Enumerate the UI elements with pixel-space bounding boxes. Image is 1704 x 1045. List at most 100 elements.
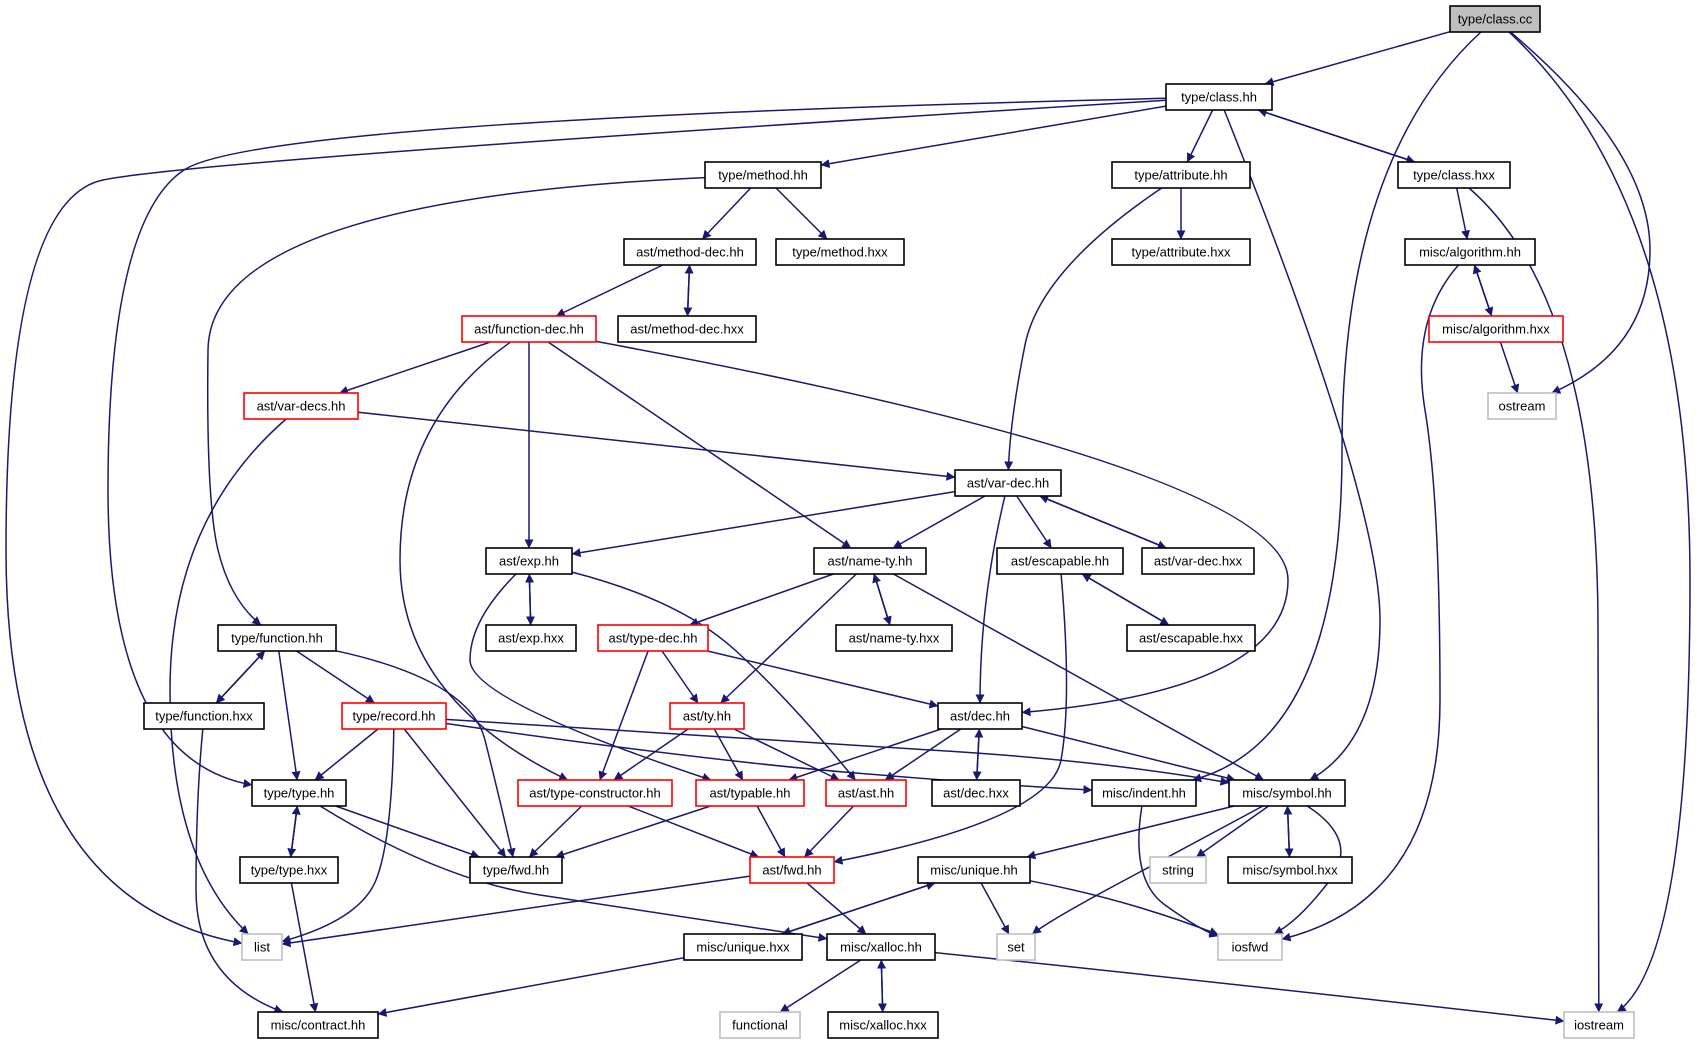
node-ostream[interactable]: ostream <box>1487 392 1557 420</box>
node-ast-ty-hh[interactable]: ast/ty.hh <box>669 702 745 730</box>
node-label: type/method.hh <box>718 168 808 183</box>
node-label: ast/ast.hh <box>838 786 894 801</box>
node-type-method-hxx[interactable]: type/method.hxx <box>775 238 905 266</box>
edge-type-class-hxx-to-iostream <box>1468 187 1604 1013</box>
node-type-function-hh[interactable]: type/function.hh <box>217 624 337 652</box>
edge-ast-typable-hh-to-ast-fwd-hh <box>756 805 786 858</box>
node-ast-typable-hh[interactable]: ast/typable.hh <box>695 779 805 807</box>
edge-misc-unique-hxx-to-misc-contract-hh <box>377 957 685 1017</box>
node-ast-escapable-hh[interactable]: ast/escapable.hh <box>996 547 1124 575</box>
edge-ast-function-dec-hh-to-ast-var-decs-hh <box>339 341 491 395</box>
node-label: ast/escapable.hh <box>1011 554 1109 569</box>
node-box <box>1141 547 1255 575</box>
node-box <box>257 1011 379 1039</box>
node-misc-xalloc-hxx[interactable]: misc/xalloc.hxx <box>827 1011 939 1039</box>
edge-misc-unique-hh-to-set <box>980 882 1010 935</box>
node-box <box>931 779 1021 807</box>
node-ast-name-ty-hh[interactable]: ast/name-ty.hh <box>813 547 927 575</box>
node-ast-dec-hxx[interactable]: ast/dec.hxx <box>931 779 1021 807</box>
edge-misc-algorithm-hh-to-iosfwd <box>1281 264 1460 942</box>
node-type-function-hxx[interactable]: type/function.hxx <box>143 702 265 730</box>
node-misc-contract-hh[interactable]: misc/contract.hh <box>257 1011 379 1039</box>
node-box <box>341 702 447 730</box>
node-ast-exp-hxx[interactable]: ast/exp.hxx <box>485 624 577 652</box>
edge-type-class-cc-to-iostream <box>1508 31 1691 1013</box>
edge-type-function-hxx-to-misc-contract-hh <box>195 728 284 1014</box>
node-string[interactable]: string <box>1149 856 1207 884</box>
node-iostream[interactable]: iostream <box>1563 1011 1635 1039</box>
node-box <box>1397 161 1511 189</box>
node-type-fwd-hh[interactable]: type/fwd.hh <box>469 856 563 884</box>
node-box <box>461 315 597 343</box>
node-label: ast/exp.hh <box>499 554 559 569</box>
node-ast-var-decs-hh[interactable]: ast/var-decs.hh <box>243 392 359 420</box>
node-ast-ast-hh[interactable]: ast/ast.hh <box>825 779 907 807</box>
edge-type-record-hh-to-type-fwd-hh <box>403 728 507 858</box>
node-misc-xalloc-hh[interactable]: misc/xalloc.hh <box>826 933 936 961</box>
node-set[interactable]: set <box>996 933 1036 961</box>
node-label: iosfwd <box>1232 940 1269 955</box>
node-misc-symbol-hxx[interactable]: misc/symbol.hxx <box>1227 856 1353 884</box>
node-box <box>826 933 936 961</box>
edge-ast-type-constructor-hh-to-type-fwd-hh <box>528 805 583 858</box>
node-ast-type-dec-hh[interactable]: ast/type-dec.hh <box>597 624 709 652</box>
node-box <box>1228 779 1346 807</box>
node-type-class-hh[interactable]: type/class.hh <box>1165 83 1273 111</box>
node-ast-dec-hh[interactable]: ast/dec.hh <box>937 702 1023 730</box>
edge-type-class-cc-to-misc-indent-hh <box>1192 31 1482 783</box>
node-label: type/attribute.hxx <box>1132 245 1231 260</box>
node-ast-var-dec-hxx[interactable]: ast/var-dec.hxx <box>1141 547 1255 575</box>
edge-ast-exp-hh-to-ast-ast-hh <box>571 571 856 781</box>
node-type-class-hxx[interactable]: type/class.hxx <box>1397 161 1511 189</box>
node-functional[interactable]: functional <box>719 1011 801 1039</box>
node-box <box>996 547 1124 575</box>
node-ast-var-dec-hh[interactable]: ast/var-dec.hh <box>954 469 1062 497</box>
node-box <box>827 1011 939 1039</box>
node-box <box>704 161 822 189</box>
node-ast-fwd-hh[interactable]: ast/fwd.hh <box>749 856 835 884</box>
edge-misc-symbol-hh-to-set <box>1031 805 1264 935</box>
edge-misc-xalloc-hh-to-functional <box>779 959 862 1013</box>
edge-ast-method-dec-hxx-to-ast-method-dec-hh <box>684 264 694 317</box>
node-misc-unique-hxx[interactable]: misc/unique.hxx <box>683 933 803 961</box>
node-ast-function-dec-hh[interactable]: ast/function-dec.hh <box>461 315 597 343</box>
edge-ast-function-dec-hh-to-ast-dec-hh <box>595 340 1289 717</box>
node-type-method-hh[interactable]: type/method.hh <box>704 161 822 189</box>
edge-type-method-hh-to-type-function-hh <box>206 176 706 626</box>
edge-type-type-hh-to-misc-xalloc-hh <box>319 805 828 942</box>
node-type-class-cc[interactable]: type/class.cc <box>1449 5 1541 33</box>
node-ast-name-ty-hxx[interactable]: ast/name-ty.hxx <box>835 624 953 652</box>
node-iosfwd[interactable]: iosfwd <box>1217 933 1283 961</box>
node-misc-algorithm-hxx[interactable]: misc/algorithm.hxx <box>1428 315 1564 343</box>
node-ast-type-constructor-hh[interactable]: ast/type-constructor.hh <box>517 779 673 807</box>
node-type-type-hxx[interactable]: type/type.hxx <box>239 856 339 884</box>
node-box <box>623 238 757 266</box>
node-label: misc/xalloc.hh <box>840 940 922 955</box>
node-label: functional <box>732 1018 788 1033</box>
node-ast-escapable-hxx[interactable]: ast/escapable.hxx <box>1126 624 1256 652</box>
node-ast-exp-hh[interactable]: ast/exp.hh <box>485 547 573 575</box>
node-label: ast/typable.hh <box>710 786 791 801</box>
node-misc-algorithm-hh[interactable]: misc/algorithm.hh <box>1404 238 1536 266</box>
node-list[interactable]: list <box>241 933 283 961</box>
node-misc-indent-hh[interactable]: misc/indent.hh <box>1091 779 1197 807</box>
node-label: misc/indent.hh <box>1102 786 1186 801</box>
node-type-type-hh[interactable]: type/type.hh <box>251 779 347 807</box>
node-label: ast/exp.hxx <box>498 631 564 646</box>
node-box <box>251 779 347 807</box>
edge-ast-function-dec-hh-to-ast-name-ty-hh <box>547 341 852 549</box>
node-misc-unique-hh[interactable]: misc/unique.hh <box>917 856 1031 884</box>
node-ast-method-dec-hxx[interactable]: ast/method-dec.hxx <box>617 315 757 343</box>
node-type-attribute-hh[interactable]: type/attribute.hh <box>1111 161 1251 189</box>
edge-type-method-hh-to-ast-method-dec-hh <box>701 187 752 240</box>
node-box <box>719 1011 801 1039</box>
node-misc-symbol-hh[interactable]: misc/symbol.hh <box>1228 779 1346 807</box>
node-type-attribute-hxx[interactable]: type/attribute.hxx <box>1111 238 1251 266</box>
node-ast-method-dec-hh[interactable]: ast/method-dec.hh <box>623 238 757 266</box>
node-box <box>1111 161 1251 189</box>
node-box <box>617 315 757 343</box>
node-box <box>239 856 339 884</box>
node-type-record-hh[interactable]: type/record.hh <box>341 702 447 730</box>
node-box <box>996 933 1036 961</box>
